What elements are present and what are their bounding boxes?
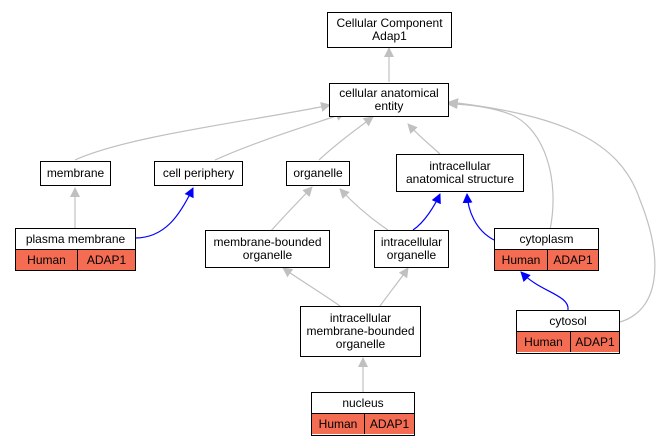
edge-cytosol-to-cytoplasm: [520, 271, 569, 311]
node-intracellular-anatomical-structure[interactable]: intracellular anatomical structure: [396, 154, 524, 192]
node-intracellular-organelle[interactable]: intracellular organelle: [374, 230, 449, 268]
edge-intracellular-organelle-to-structure: [412, 193, 441, 231]
node-cellular-anatomical-entity[interactable]: cellular anatomical entity: [329, 83, 449, 117]
species-cell: Human: [495, 250, 547, 270]
node-title: nucleus: [312, 393, 414, 414]
node-cellular-component-root[interactable]: Cellular Component Adap1: [327, 12, 452, 48]
species-cell: Human: [517, 332, 570, 352]
node-plasma-membrane[interactable]: plasma membrane Human ADAP1: [15, 228, 136, 271]
edge-cytosol-to-entity: [448, 98, 656, 323]
gene-cell: ADAP1: [570, 332, 619, 352]
gene-cell: ADAP1: [364, 414, 414, 434]
gene-cell: ADAP1: [547, 250, 598, 270]
edge-cytoplasm-to-structure: [462, 193, 495, 241]
node-intracellular-membrane-bounded-organelle[interactable]: intracellular membrane-bounded organelle: [300, 306, 421, 357]
edge-organelle-to-entity: [318, 116, 374, 161]
species-cell: Human: [16, 250, 77, 270]
species-cell: Human: [312, 414, 364, 434]
edge-plasma-membrane-to-periphery: [134, 187, 194, 239]
edge-intracellular-structure-to-entity: [407, 123, 441, 155]
node-membrane-bounded-organelle[interactable]: membrane-bounded organelle: [205, 230, 330, 268]
node-title: cytosol: [517, 311, 619, 332]
edge-membrane-to-entity: [74, 101, 331, 161]
node-title: plasma membrane: [16, 229, 135, 250]
node-cell-periphery[interactable]: cell periphery: [154, 161, 243, 186]
gene-cell: ADAP1: [77, 250, 135, 270]
node-title: cytoplasm: [495, 229, 598, 250]
edge-imbo-to-intracellular-organelle: [379, 267, 409, 307]
edge-mbo-to-organelle: [269, 186, 313, 233]
edge-imbo-to-mbo: [282, 267, 341, 307]
node-organelle[interactable]: organelle: [286, 161, 350, 186]
node-cytoplasm[interactable]: cytoplasm Human ADAP1: [494, 228, 599, 271]
node-cytosol[interactable]: cytosol Human ADAP1: [516, 310, 620, 354]
edge-intracellular-organelle-to-organelle: [339, 188, 389, 231]
edge-periphery-to-entity: [214, 111, 346, 161]
node-membrane[interactable]: membrane: [40, 161, 111, 186]
node-nucleus[interactable]: nucleus Human ADAP1: [311, 392, 415, 436]
